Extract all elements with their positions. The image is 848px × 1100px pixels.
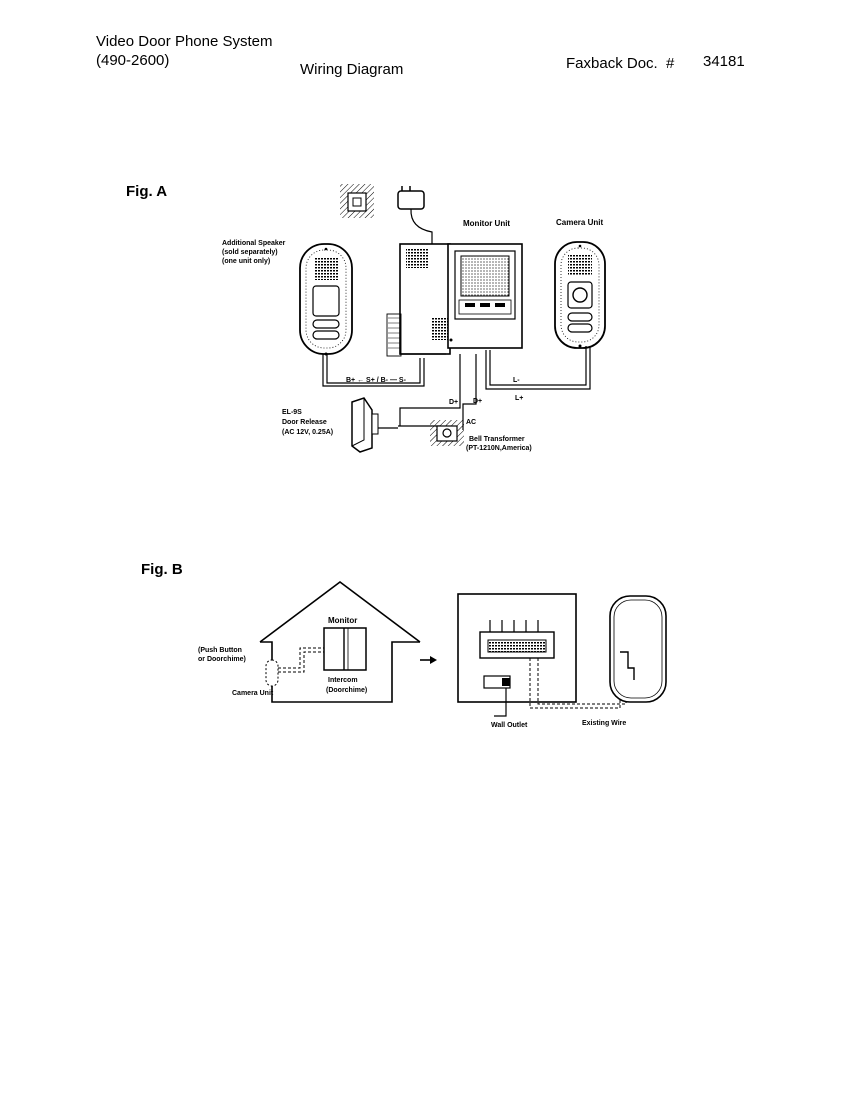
intercom-label-line2: (Doorchime) [326, 687, 367, 694]
existing-wire-label: Existing Wire [582, 720, 626, 727]
camera-unit [554, 241, 606, 349]
document-title: Video Door Phone System [96, 33, 273, 50]
wall-outlet-hatched [340, 184, 374, 218]
house-outline [259, 581, 421, 703]
intercom-label-line1: Intercom [328, 677, 358, 684]
door-release-label-line3: (AC 12V, 0.25A) [282, 429, 333, 436]
faxback-number: 34181 [703, 53, 745, 70]
transformer-label-line2: (PT-1210N,America) [466, 445, 532, 452]
camera-unit-label: Camera Unit [556, 218, 603, 227]
fig-b-dashed-wire [278, 647, 324, 673]
wall-outlet-label: Wall Outlet [491, 722, 528, 729]
fig-b-monitor-label: Monitor [328, 616, 357, 625]
monitor-unit-label: Monitor Unit [463, 219, 510, 228]
door-release-label-line1: EL-9S [282, 409, 302, 416]
fig-b-camera-unit [265, 659, 279, 687]
speaker-wire-label: B+ ← S+ / B- — S- [346, 377, 407, 384]
fig-b-monitor [323, 627, 367, 671]
speaker-label-line1: Additional Speaker [222, 240, 286, 247]
transformer-label-line1: Bell Transformer [469, 436, 525, 443]
document-subtitle: Wiring Diagram [300, 61, 404, 78]
wire-d-plus-label-1: D+ [449, 399, 458, 406]
door-release-label-line2: Door Release [282, 419, 327, 426]
fig-a-diagram: Monitor Unit Camera Unit Additional Spea… [222, 184, 606, 453]
fig-b-camera-unit-label: Camera Unit [232, 690, 274, 697]
fig-b-doorchime-unit [609, 595, 667, 703]
monitor-unit [386, 243, 523, 357]
bell-transformer [430, 420, 464, 446]
push-button-label-line1: (Push Button [198, 647, 242, 654]
fig-b-label: Fig. B [141, 561, 183, 578]
faxback-label: Faxback Doc. # [566, 55, 675, 72]
model-number: (490-2600) [96, 52, 170, 69]
door-release [351, 397, 379, 453]
transition-arrow-icon [420, 656, 437, 664]
additional-speaker [299, 243, 353, 356]
fig-b-diagram: Monitor (Push Button or Doorchime) Camer… [198, 581, 667, 729]
speaker-label-line2: (sold separately) [222, 249, 278, 256]
ac-label: AC [466, 419, 476, 426]
speaker-label-line3: (one unit only) [222, 258, 270, 265]
wire-d-plus-label-2: D+ [473, 398, 482, 405]
ac-adapter [397, 186, 433, 246]
fig-a-label: Fig. A [126, 183, 168, 200]
fig-a-wiring [322, 346, 591, 430]
rear-panel [457, 593, 627, 717]
push-button-label-line2: or Doorchime) [198, 656, 246, 663]
wire-l-minus-label: L- [513, 377, 520, 384]
wire-l-plus-label: L+ [515, 395, 523, 402]
